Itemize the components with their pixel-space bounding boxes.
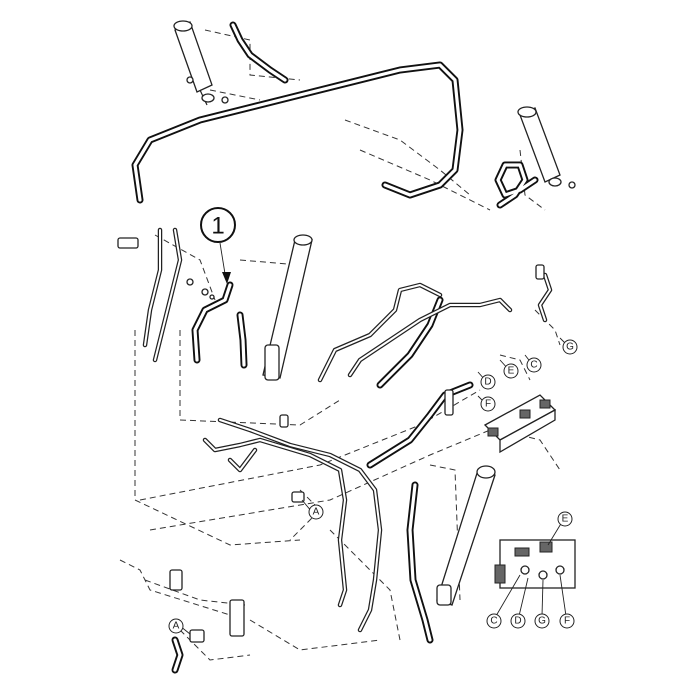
svg-text:E: E: [508, 366, 515, 377]
port-f-lower: F: [559, 574, 575, 629]
fittings: [117, 237, 545, 643]
svg-text:F: F: [485, 399, 491, 410]
port-d-lower: D: [510, 577, 529, 629]
small-left-hose: [236, 311, 248, 369]
callout-arrow-icon: [222, 272, 231, 284]
svg-text:D: D: [484, 377, 491, 388]
dashed-routing-lines: [119, 29, 561, 661]
right-wavy-hose: [494, 161, 539, 209]
top-left-hose: [229, 21, 289, 84]
svg-text:D: D: [514, 616, 521, 627]
svg-text:C: C: [530, 360, 537, 371]
svg-text:C: C: [490, 616, 497, 627]
main-callout-label: 1: [211, 213, 224, 240]
main-callout-circle: [200, 207, 236, 243]
svg-text:A: A: [313, 507, 320, 518]
port-a-middle: A: [301, 499, 324, 520]
port-c-upper: C: [524, 354, 542, 373]
lower-cylinder: [436, 465, 496, 606]
center-rigid-tubes: [317, 282, 513, 383]
main-callout-group: 1: [200, 207, 236, 284]
right-rigid-tube: [537, 272, 553, 323]
long-diagonal-hose: [366, 381, 474, 469]
port-a-lower: A: [168, 618, 191, 635]
port-g-upper: G: [559, 337, 578, 355]
svg-text:G: G: [538, 616, 546, 627]
lower-control-valve: [494, 539, 576, 589]
middle-cylinder: [262, 234, 313, 381]
lower-vertical-hose: [406, 481, 434, 644]
port-e-upper: E: [499, 359, 519, 379]
port-g-lower: G: [534, 579, 550, 629]
left-rigid-tubes: [142, 227, 183, 363]
upper-control-valve: [483, 394, 557, 454]
svg-text:A: A: [173, 621, 180, 632]
port-c-lower: C: [486, 574, 521, 629]
port-f-upper: F: [477, 395, 496, 412]
lower-left-hose: [171, 636, 184, 674]
port-e-lower: E: [547, 511, 573, 546]
lower-rigid-tubes: [202, 417, 383, 633]
short-curved-hose: [191, 281, 234, 364]
svg-text:E: E: [562, 514, 569, 525]
port-d-upper: D: [477, 371, 496, 390]
top-left-cylinder: [173, 20, 229, 106]
large-loop-hose: [131, 61, 464, 204]
port-callouts: D E C G F A A: [168, 337, 578, 635]
svg-text:F: F: [564, 616, 570, 627]
svg-text:G: G: [566, 342, 574, 353]
top-right-cylinder: [517, 106, 576, 189]
